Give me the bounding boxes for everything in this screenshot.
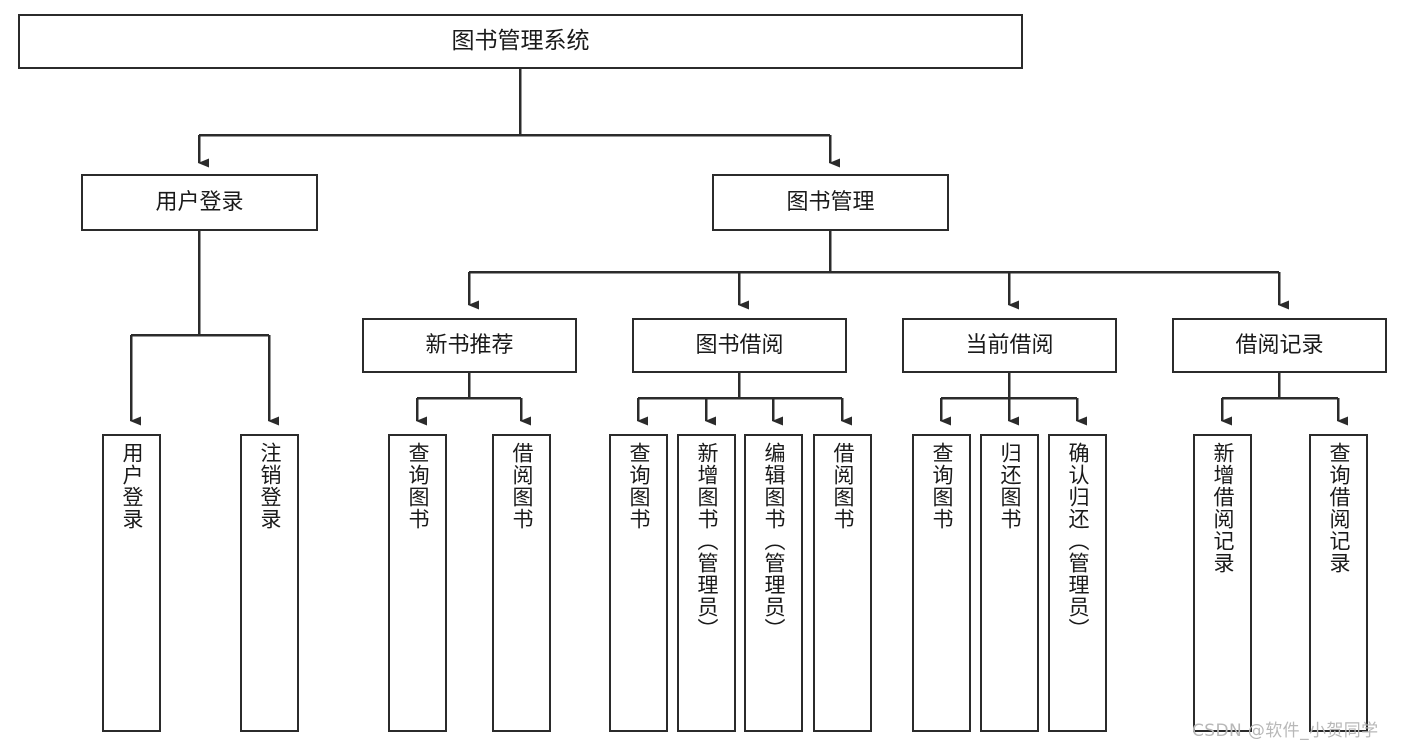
leaf-borrow-book-recommend[interactable]: 借阅图书 [492, 434, 551, 732]
node-label: 查询借阅记录 [1327, 442, 1351, 574]
node-label: 新增图书（管理员） [695, 442, 719, 640]
node-borrow-record[interactable]: 借阅记录 [1172, 318, 1387, 373]
node-label: 图书管理系统 [451, 28, 590, 55]
leaf-add-book-admin[interactable]: 新增图书（管理员） [677, 434, 736, 732]
node-label: 确认归还（管理员） [1066, 442, 1090, 640]
leaf-query-borrow-record[interactable]: 查询借阅记录 [1309, 434, 1368, 732]
leaf-query-book-recommend[interactable]: 查询图书 [388, 434, 447, 732]
leaf-add-borrow-record[interactable]: 新增借阅记录 [1193, 434, 1252, 732]
node-label: 图书管理 [786, 189, 875, 215]
leaf-user-login[interactable]: 用户登录 [102, 434, 161, 732]
node-user-login[interactable]: 用户登录 [81, 174, 318, 231]
leaf-user-logout[interactable]: 注销登录 [240, 434, 299, 732]
node-book-management[interactable]: 图书管理 [712, 174, 949, 231]
leaf-edit-book-admin[interactable]: 编辑图书（管理员） [744, 434, 803, 732]
leaf-confirm-return-admin[interactable]: 确认归还（管理员） [1048, 434, 1107, 732]
node-current-borrow[interactable]: 当前借阅 [902, 318, 1117, 373]
node-label: 查询图书 [930, 442, 954, 530]
leaf-query-book-current[interactable]: 查询图书 [912, 434, 971, 732]
node-label: 注销登录 [258, 442, 282, 530]
leaf-query-book-borrow[interactable]: 查询图书 [609, 434, 668, 732]
node-label: 借阅记录 [1235, 332, 1324, 358]
node-label: 当前借阅 [965, 332, 1054, 358]
node-label: 编辑图书（管理员） [762, 442, 786, 640]
node-label: 借阅图书 [831, 442, 855, 530]
node-root-system[interactable]: 图书管理系统 [18, 14, 1023, 69]
node-label: 图书借阅 [695, 332, 784, 358]
node-label: 查询图书 [627, 442, 651, 530]
node-label: 借阅图书 [510, 442, 534, 530]
node-label: 新增借阅记录 [1211, 442, 1235, 574]
node-new-book-recommend[interactable]: 新书推荐 [362, 318, 577, 373]
node-label: 用户登录 [120, 442, 144, 530]
node-label: 归还图书 [998, 442, 1022, 530]
leaf-return-book[interactable]: 归还图书 [980, 434, 1039, 732]
leaf-borrow-book[interactable]: 借阅图书 [813, 434, 872, 732]
node-label: 新书推荐 [425, 332, 514, 358]
node-book-borrow[interactable]: 图书借阅 [632, 318, 847, 373]
csdn-watermark: CSDN @软件_小贺同学 [1192, 721, 1379, 741]
node-label: 用户登录 [155, 189, 244, 215]
node-label: 查询图书 [406, 442, 430, 530]
